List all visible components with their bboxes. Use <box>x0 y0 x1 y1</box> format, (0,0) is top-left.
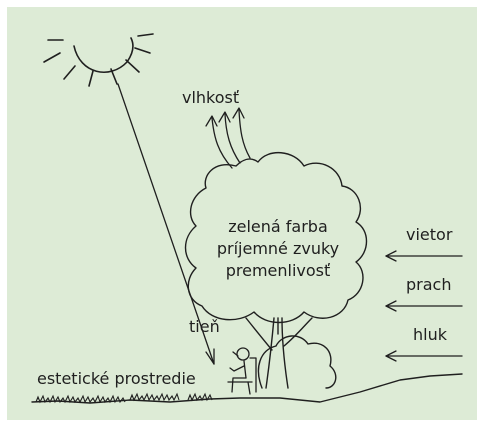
label-humidity: vlhkosť <box>182 88 239 107</box>
label-aesthetic: estetické prostredie <box>37 369 196 388</box>
label-noise: hluk <box>413 325 448 344</box>
label-wind: vietor <box>406 225 453 244</box>
background-panel <box>7 7 477 420</box>
label-crown-line2: príjemné zvuky <box>217 239 339 258</box>
label-dust: prach <box>406 275 451 294</box>
label-crown-line3: premenlivosť <box>226 261 331 280</box>
label-crown-line1: zelená farba <box>228 217 328 236</box>
label-shade: tieň <box>189 317 220 336</box>
